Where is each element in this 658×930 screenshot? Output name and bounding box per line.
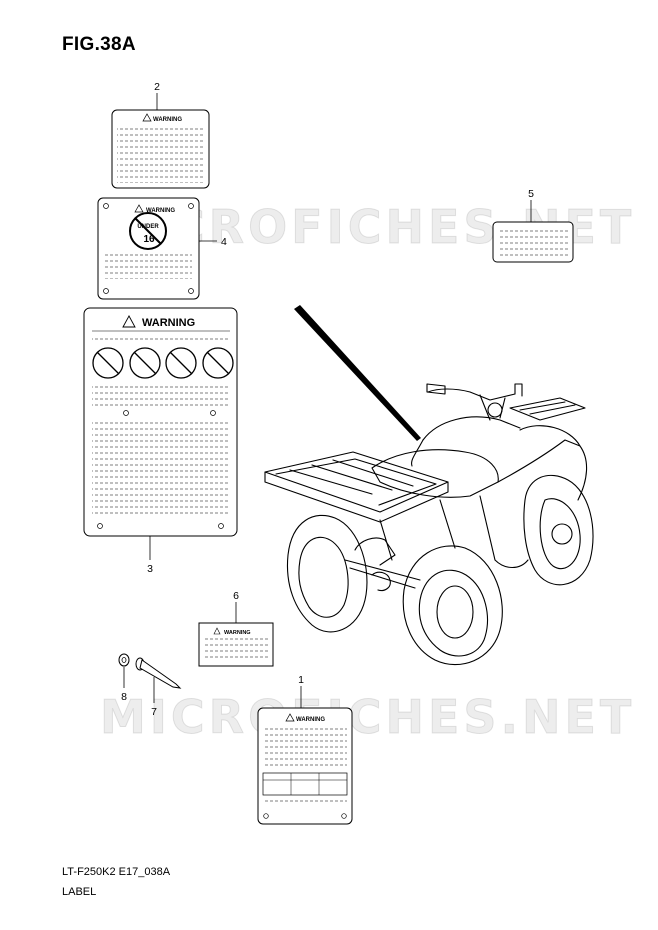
callout-8: 8 — [121, 691, 127, 703]
callout-7: 7 — [151, 706, 157, 718]
figure-code: LT-F250K2 E17_038A — [62, 866, 171, 878]
label-1: 1 WARNING — [257, 674, 353, 825]
label-3: WARNING 3 — [83, 307, 238, 575]
label-6-warning: WARNING — [224, 630, 251, 636]
label-4-age: 16 — [143, 234, 155, 245]
callout-6: 6 — [233, 590, 239, 602]
callout-5: 5 — [528, 188, 534, 200]
label-4-warning: WARNING — [146, 208, 175, 214]
label-2-warning: WARNING — [153, 117, 182, 123]
callout-4: 4 — [221, 236, 227, 248]
figure-title: FIG.38A — [62, 34, 136, 55]
callout-2: 2 — [154, 81, 160, 93]
label-2: 2 WARNING — [111, 81, 210, 189]
label-4: WARNING UNDER 16 4 — [97, 197, 227, 300]
label-3-warning: WARNING — [142, 317, 195, 329]
label-1-warning: WARNING — [296, 717, 325, 723]
rivet-7: 7 — [135, 657, 182, 718]
washer-8: 8 — [118, 653, 130, 703]
pointer-arrow — [294, 305, 421, 441]
atv-illustration — [264, 305, 594, 666]
callout-1: 1 — [298, 674, 304, 686]
callout-3: 3 — [147, 563, 153, 575]
label-6: 6 WARNING — [198, 590, 274, 667]
figure-caption: LABEL — [62, 886, 97, 898]
label-5: 5 — [492, 188, 574, 263]
label-4-under: UNDER — [137, 224, 159, 230]
watermark-bottom: MICROFICHES.NET — [99, 690, 636, 745]
